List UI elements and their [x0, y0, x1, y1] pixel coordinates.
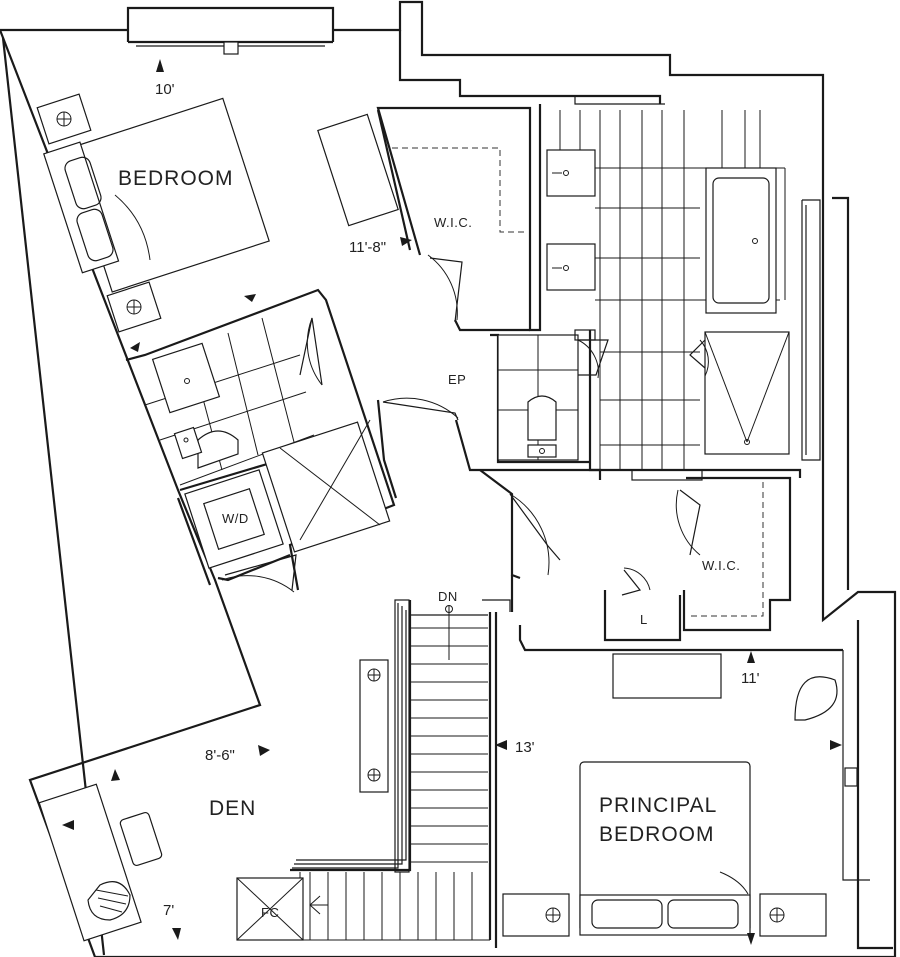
dn-label: DN	[438, 589, 458, 604]
den-width-dim: 8'-6"	[205, 747, 235, 764]
room-labels: BEDROOM W.I.C. EP W/D W.I.C. L DN DEN FC…	[118, 167, 740, 920]
principal-label-line2: BEDROOM	[599, 823, 715, 846]
ep-label: EP	[448, 372, 466, 387]
arrow-bedroom-left	[130, 342, 140, 352]
staircase	[292, 599, 511, 941]
arrow-den-top	[111, 769, 120, 781]
den-depth-dim: 7'	[163, 902, 174, 919]
principal-furniture	[502, 653, 838, 937]
hall-furniture	[359, 659, 389, 793]
arrow-bedroom-width	[156, 59, 164, 72]
principal-label-line1: PRINCIPAL	[599, 794, 717, 817]
arrow-bedroom-top	[244, 294, 256, 302]
arrow-den-width	[258, 745, 270, 756]
bedroom-depth-dim: 11'-8"	[349, 239, 386, 256]
wd-label: W/D	[222, 511, 249, 526]
linen-label: L	[640, 612, 648, 627]
small-bath	[144, 317, 391, 553]
arrow-principal-right	[830, 740, 842, 750]
arrow-principal-width	[747, 651, 755, 663]
arrow-principal-bottom	[747, 933, 755, 945]
principal-width-dim: 11'	[741, 670, 760, 687]
bedroom-furniture	[36, 93, 399, 333]
laundry-closet	[184, 469, 297, 593]
principal-depth-dim: 13'	[515, 739, 535, 756]
bedroom-width-dim: 10'	[155, 81, 175, 98]
wic-top	[382, 147, 525, 421]
arrow-bedroom-depth	[400, 237, 412, 246]
den-label: DEN	[209, 797, 256, 820]
arrow-den-left	[62, 820, 74, 830]
fc-label: FC	[261, 905, 279, 920]
fan-coil	[236, 877, 304, 941]
dimension-labels: 10' 11'-8" 8'-6" 7' 11' 13'	[155, 81, 760, 919]
main-bath-tiles	[559, 110, 786, 470]
arrow-principal-depth	[495, 740, 507, 750]
wic-top-label: W.I.C.	[434, 215, 472, 230]
main-bath-fixtures	[497, 149, 790, 481]
principal-wic	[509, 482, 764, 617]
bedroom-label: BEDROOM	[118, 167, 234, 190]
arrow-den-bottom	[172, 928, 181, 940]
wic-principal-label: W.I.C.	[702, 558, 740, 573]
den-furniture	[38, 783, 163, 942]
dimension-arrows	[62, 59, 842, 945]
